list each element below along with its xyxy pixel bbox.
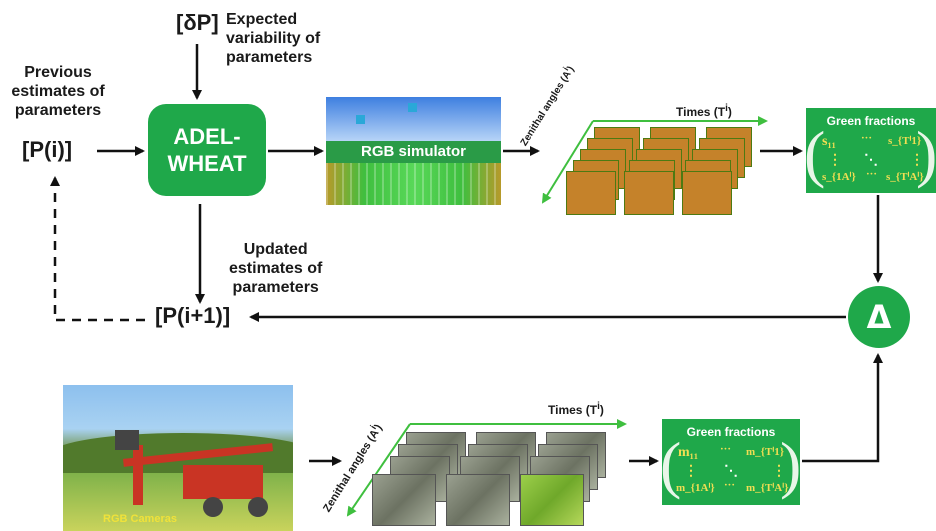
matrix-vdots: ⋮	[910, 153, 924, 168]
matrix-left-paren: (	[804, 118, 826, 189]
delta-comparison-node: Δ	[848, 286, 910, 348]
matrix-entry-sT1: s_{Tⁱ1}	[888, 135, 922, 147]
matrix-right-paren: )	[780, 429, 802, 500]
matrix-vdots: ⋮	[684, 464, 698, 479]
matrix-entry-m11: m₁₁	[678, 445, 699, 460]
green-fractions-title-top: Green fractions	[826, 114, 916, 128]
p-i-label: [P(i)]	[22, 137, 73, 162]
previous-line-3: parameters	[14, 102, 102, 120]
simulator-canopy	[326, 163, 501, 205]
axis-zenith-top	[541, 120, 594, 204]
previous-line-1: Previous	[24, 64, 92, 81]
updated-line-1: Updated	[243, 241, 308, 258]
updated-line-2: estimates of	[229, 260, 323, 278]
matrix-hdots: ···	[720, 443, 732, 455]
field-phenotyping-photo: RGB Cameras	[63, 385, 293, 531]
updated-line-3: parameters	[232, 279, 319, 297]
matrix-entry-s1A: s_{1Aⁱ}	[822, 171, 856, 183]
times-bottom-text: Times (T	[548, 403, 598, 417]
matrix-ddots: ⋱	[864, 153, 878, 168]
measured-image	[372, 474, 436, 526]
delta-p-label: [δP]	[176, 10, 219, 35]
synthetic-image	[624, 171, 674, 215]
matrix-left-paren: (	[660, 429, 682, 500]
matrix-hdots: ···	[866, 168, 878, 180]
times-axis-label-bottom: Times (Ti)	[548, 401, 604, 417]
matrix-vdots: ⋮	[828, 153, 842, 168]
matrix-entry-m1A: m_{1Aⁱ}	[676, 482, 715, 494]
rgb-simulator-label: RGB simulator	[326, 141, 501, 163]
matrix-entry-mTA: m_{TⁱAⁱ}	[746, 482, 789, 494]
synthetic-image	[566, 171, 616, 215]
matrix-vdots: ⋮	[772, 464, 786, 479]
adel-wheat-box: ADEL- WHEAT	[148, 104, 266, 196]
matrix-ddots: ⋱	[724, 464, 738, 479]
matrix-hdots: ···	[724, 479, 736, 491]
adel-line-1: ADEL-	[173, 123, 241, 149]
rgb-simulator-image: RGB simulator	[326, 97, 501, 205]
times-axis-label-top: Times (Ti)	[676, 103, 732, 119]
dashed-feedback-line	[50, 176, 145, 322]
measured-image	[520, 474, 584, 526]
synthetic-image	[682, 171, 732, 215]
axis-zenith-bottom	[346, 423, 411, 517]
expected-variability-label: Expected variability of parameters	[226, 10, 320, 68]
times-bottom-sup: i	[597, 401, 600, 412]
photo-camera-head	[115, 430, 139, 450]
expected-line-1: Expected	[226, 11, 298, 28]
measured-image	[446, 474, 510, 526]
photo-machine-body	[183, 465, 263, 499]
photo-wheel	[248, 497, 268, 517]
matrix-entry-sTA: s_{TⁱAⁱ}	[886, 171, 924, 183]
arrow-bottom-green-fractions-to-delta	[802, 353, 883, 463]
simulator-camera-icon	[356, 115, 365, 124]
photo-wheel	[203, 497, 223, 517]
adel-line-2: WHEAT	[167, 151, 247, 176]
matrix-hdots: ···	[861, 132, 873, 144]
expected-line-2: variability of	[226, 30, 321, 48]
times-top-sup: i	[725, 103, 728, 114]
green-fractions-matrix-bottom: Green fractions ( ) m₁₁ ··· m_{Tⁱ1} ⋮ ⋱ …	[660, 419, 802, 505]
p-i1-label: [P(i+1)]	[155, 303, 231, 328]
updated-estimates-label: Updated estimates of parameters	[229, 240, 322, 298]
previous-estimates-label: Previous estimates of parameters	[6, 63, 110, 121]
rgb-cameras-label: RGB Cameras	[103, 513, 177, 525]
expected-line-3: parameters	[226, 49, 313, 67]
times-top-text: Times (T	[676, 105, 726, 119]
simulator-camera-icon	[408, 103, 417, 112]
green-fractions-matrix-top: Green fractions ( ) s₁₁ ··· s_{Tⁱ1} ⋮ ⋱ …	[804, 108, 936, 193]
matrix-entry-mT1: m_{Tⁱ1}	[746, 446, 785, 458]
matrix-entry-s11: s₁₁	[822, 134, 836, 149]
previous-line-2: estimates of	[11, 83, 105, 101]
matrix-right-paren: )	[916, 118, 936, 189]
green-fractions-title-bottom: Green fractions	[686, 425, 776, 439]
photo-machine-mast	[133, 445, 143, 505]
